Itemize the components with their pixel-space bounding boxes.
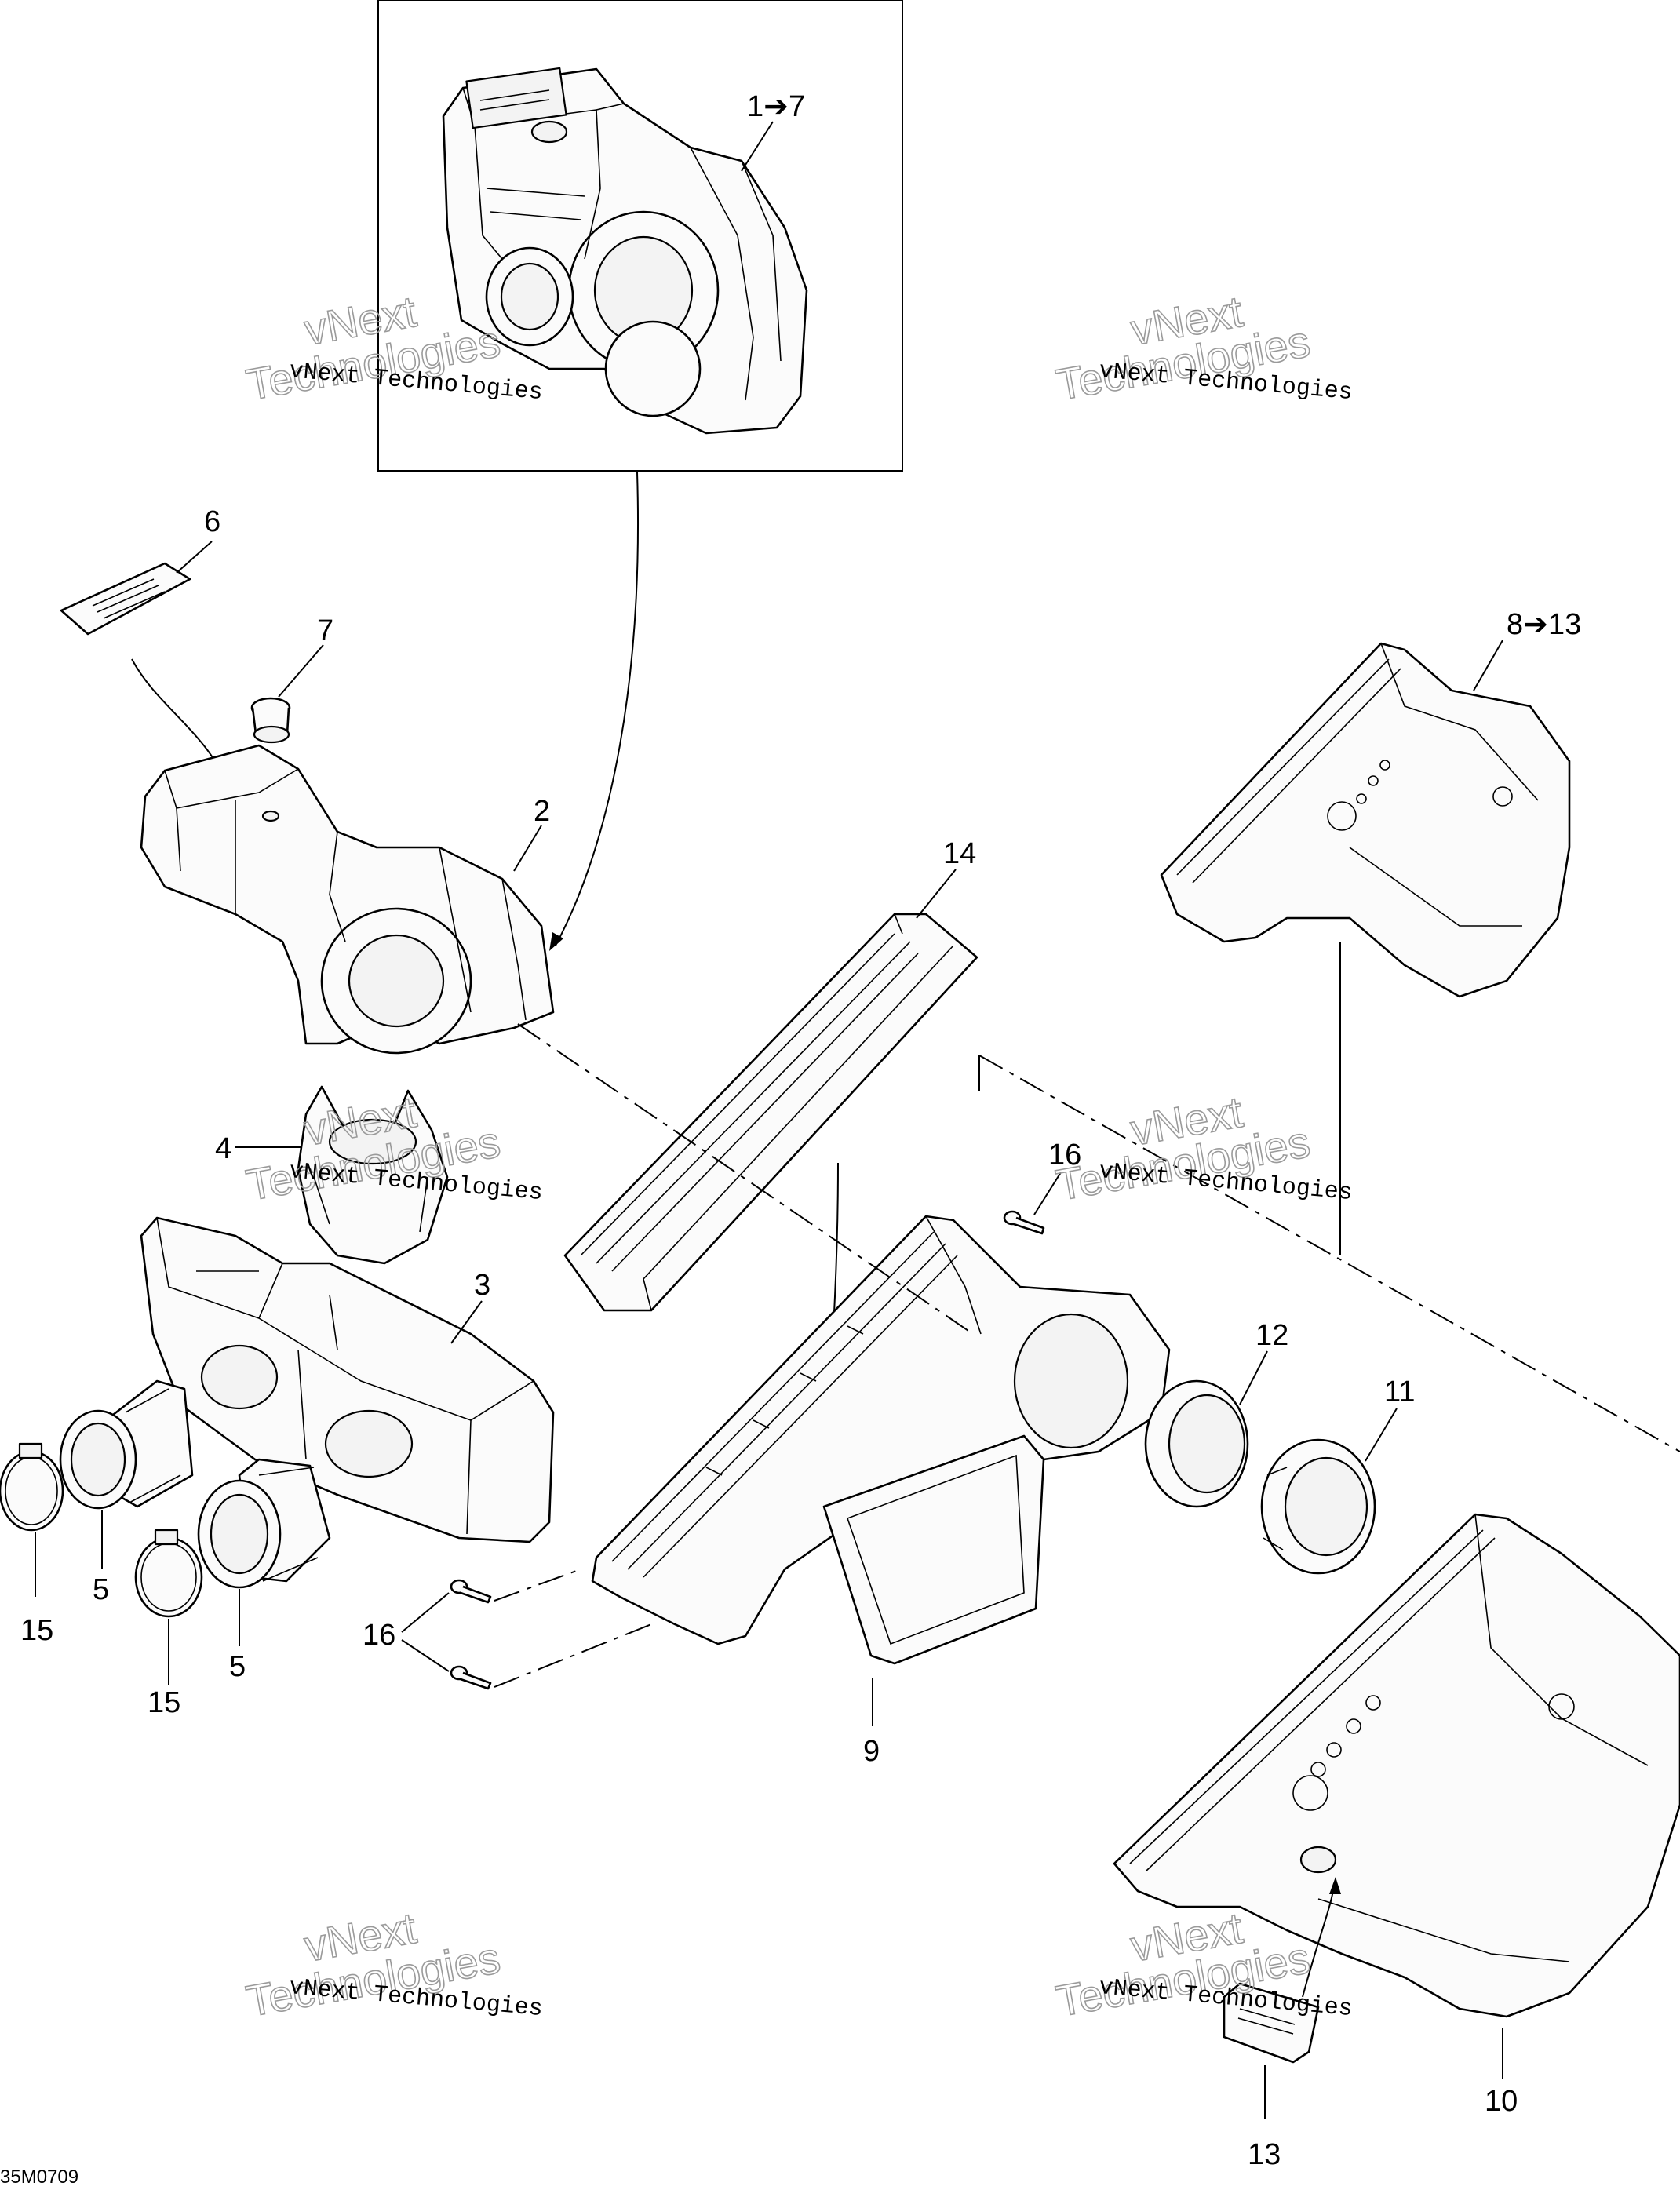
inset-leader-arrowhead — [549, 932, 563, 951]
label-decal-6 — [60, 562, 191, 636]
inset-leader-arrow — [555, 472, 640, 946]
cover-panel-14 — [563, 913, 978, 1312]
duct-adapter-4 — [297, 1085, 449, 1265]
figure-id: 35M0709 — [0, 2166, 78, 2188]
callout-6: 6 — [204, 505, 220, 538]
callout-15-left: 15 — [20, 1614, 53, 1647]
callout-2: 2 — [534, 795, 550, 828]
callout-15-right: 15 — [148, 1686, 180, 1719]
callout-11: 11 — [1384, 1376, 1415, 1408]
screw-16-mid — [450, 1579, 492, 1604]
callout-8-13: 8➔13 — [1507, 608, 1581, 641]
flange-11 — [1260, 1438, 1376, 1575]
leader-16a — [1033, 1172, 1062, 1215]
callout-1-7: 1➔7 — [747, 90, 805, 123]
leader-3 — [450, 1300, 483, 1344]
callout-5-left: 5 — [93, 1573, 109, 1606]
callout-7: 7 — [317, 614, 333, 647]
assembled-airbox-drawing — [442, 67, 808, 435]
callout-9: 9 — [863, 1735, 880, 1768]
leader-14 — [916, 869, 957, 919]
boot-5-right — [197, 1458, 331, 1589]
alignment-line-16a — [494, 1569, 581, 1602]
leader-7 — [278, 644, 324, 698]
callout-16-lower: 16 — [363, 1619, 395, 1652]
seal-ring-12 — [1144, 1379, 1249, 1508]
callout-16-upper: 16 — [1048, 1139, 1081, 1172]
alignment-line-16b — [494, 1623, 652, 1688]
leader-1-7 — [741, 121, 774, 172]
boot-5-left — [59, 1379, 194, 1510]
decal-13 — [1223, 1982, 1320, 2064]
watermark-top-right: vNext Technologies vNext Technologies — [1051, 286, 1354, 410]
screw-16-upper — [1003, 1210, 1045, 1235]
callout-13: 13 — [1248, 2138, 1281, 2171]
callout-14: 14 — [943, 837, 976, 870]
watermark-mid-left: vNext Technologies vNext Technologies — [242, 1086, 544, 1211]
alignment-line-2-3 — [517, 1023, 974, 1335]
leader-2 — [513, 825, 542, 872]
watermark-bottom-left: vNext Technologies vNext Technologies — [242, 1902, 544, 2027]
leader-8-13 — [1473, 640, 1503, 691]
callout-12: 12 — [1255, 1319, 1288, 1352]
leader-13-arrowhead — [1329, 1877, 1341, 1894]
watermark-mid-right: vNext Technologies vNext Technologies — [1051, 1086, 1354, 1211]
assembly-10 — [1113, 1513, 1680, 2018]
leader-11 — [1365, 1408, 1398, 1462]
leader-12 — [1239, 1350, 1268, 1405]
callout-10: 10 — [1485, 2085, 1518, 2118]
airbox-base-3 — [140, 1216, 555, 1543]
clamp-15-left — [0, 1442, 64, 1532]
leader-16b-lower — [401, 1639, 450, 1672]
alignment-line-9-10 — [978, 1055, 1680, 1452]
leader-16b-upper — [401, 1592, 450, 1633]
leader-6 — [176, 541, 213, 574]
callout-3: 3 — [474, 1269, 490, 1302]
callout-4: 4 — [215, 1132, 231, 1165]
assembly-8-13 — [1160, 642, 1571, 998]
assembly-inset-frame — [377, 0, 903, 472]
grommet-7 — [250, 697, 291, 744]
screw-16-low — [450, 1665, 492, 1690]
callout-5-right: 5 — [229, 1650, 246, 1683]
clamp-15-right — [134, 1529, 203, 1618]
airbox-cover-2 — [140, 744, 555, 1055]
airbox-housing-9 — [591, 1215, 1171, 1665]
